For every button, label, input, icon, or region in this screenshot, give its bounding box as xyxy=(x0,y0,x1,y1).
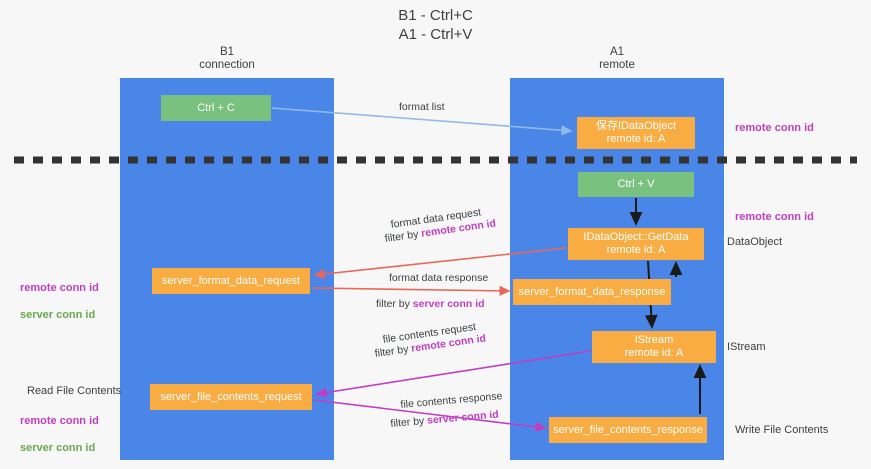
label-filter-value: server conn id xyxy=(412,298,485,310)
label-filter-prefix: filter by xyxy=(376,298,413,310)
annotation-left-remote-conn-id-2: remote conn id xyxy=(20,414,99,427)
annotation-dataobject: DataObject xyxy=(727,236,783,248)
annotation-read-file-contents: Read File Contents xyxy=(27,385,122,397)
page-title: B1 - Ctrl+C A1 - Ctrl+V xyxy=(398,7,473,43)
label-filter-prefix: filter by xyxy=(374,342,413,360)
label-filter-value: server conn id xyxy=(426,408,500,427)
annotation-write-file-contents: Write File Contents xyxy=(735,424,829,436)
column-header-a1: A1 remote xyxy=(599,46,635,71)
label-filter-by-server-conn-id-2: filter by server conn id xyxy=(390,409,499,431)
box-istream: IStream remote id: A xyxy=(592,331,716,363)
box-server-file-contents-request: server_file_contents_request xyxy=(150,384,312,410)
box-ctrl-v: Ctrl + V xyxy=(578,172,694,197)
label-filter-prefix: filter by xyxy=(384,227,423,245)
box-server-format-data-request: server_format_data_request xyxy=(152,268,310,294)
label-format-list: format list xyxy=(399,101,445,113)
box-ctrl-c: Ctrl + C xyxy=(161,95,271,121)
annotation-istream: IStream xyxy=(727,341,766,353)
box-server-format-data-response: server_format_data_response xyxy=(513,279,671,305)
box-server-file-contents-response: server_file_contents_response xyxy=(549,417,707,443)
annotation-remote-conn-id-mid: remote conn id xyxy=(735,211,814,223)
box-save-idataobject: 保存IDataObject remote id: A xyxy=(577,117,695,149)
label-format-data-response: format data response xyxy=(389,272,489,284)
annotation-left-server-conn-id-2: server conn id xyxy=(20,441,96,454)
annotation-left-remote-conn-id-1: remote conn id xyxy=(20,281,99,294)
arrow-format-data-response xyxy=(311,285,511,296)
label-filter-prefix: filter by xyxy=(390,414,428,430)
annotation-remote-conn-id-top: remote conn id xyxy=(735,122,814,134)
annotation-left-server-conn-id-1: server conn id xyxy=(20,308,96,321)
box-idataobject-getdata: IDataObject::GetData remote id: A xyxy=(568,228,704,260)
column-header-b1: B1 connection xyxy=(199,46,255,71)
label-filter-by-server-conn-id-1: filter by server conn id xyxy=(376,298,485,311)
annotation-left-conn-ids-1: remote conn id server conn id xyxy=(20,268,99,336)
annotation-left-conn-ids-2: remote conn id server conn id xyxy=(20,401,99,469)
